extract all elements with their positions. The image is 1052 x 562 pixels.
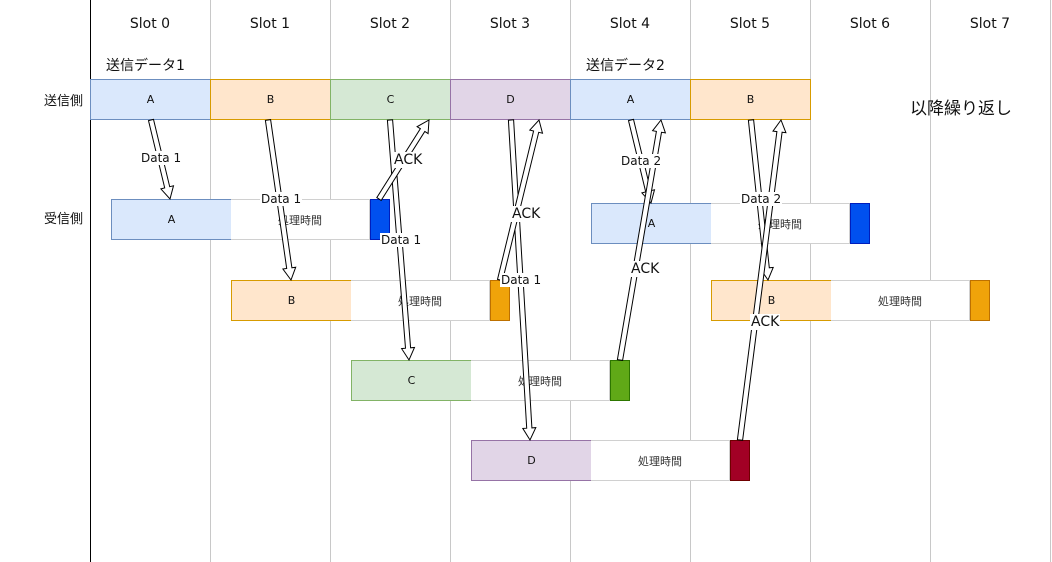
slot-label: Slot 4 (609, 16, 651, 32)
sender-box-d: D (450, 79, 571, 120)
ack-c-label: ACK (630, 261, 661, 277)
receiver-box-d: D (471, 440, 592, 481)
processing-time-b2: 処理時間 (831, 280, 970, 321)
ack-block-a2 (850, 203, 870, 244)
sender-box-a: A (90, 79, 211, 120)
sender-box-c: C (330, 79, 451, 120)
ack-d-arrow (736, 118, 787, 441)
processing-time-d: 処理時間 (591, 440, 730, 481)
send-data-2-label: 送信データ2 (586, 58, 665, 74)
sender-side-label: 送信側 (44, 94, 84, 109)
receiver-box-b: B (231, 280, 352, 321)
ack-b-arrow (496, 118, 544, 282)
receiver-box-a: A (111, 199, 232, 240)
slot-label: Slot 0 (129, 16, 171, 32)
ack-a-label: ACK (393, 152, 424, 168)
ack-d-label: ACK (750, 314, 781, 330)
slot-label: Slot 5 (729, 16, 771, 32)
data2-a-label: Data 2 (620, 154, 663, 168)
send-data-1-label: 送信データ1 (106, 58, 185, 74)
receiver-box-c: C (351, 360, 472, 401)
ack-block-b2 (970, 280, 990, 321)
slot-label: Slot 6 (849, 16, 891, 32)
ack-b-label: ACK (511, 206, 542, 222)
data1-c-label: Data 1 (380, 233, 423, 247)
sender-box-b2: B (690, 79, 811, 120)
sender-box-a2: A (570, 79, 691, 120)
data1-d-label: Data 1 (500, 273, 543, 287)
receiver-side-label: 受信側 (44, 212, 84, 227)
slot-label: Slot 1 (249, 16, 291, 32)
slot-label: Slot 3 (489, 16, 531, 32)
data2-b-label: Data 2 (740, 192, 783, 206)
data1-b-label: Data 1 (260, 192, 303, 206)
ack-c-arrow (616, 118, 667, 361)
slot-label: Slot 7 (969, 16, 1011, 32)
data1-a-label: Data 1 (140, 151, 183, 165)
processing-time-b: 処理時間 (351, 280, 490, 321)
slot-label: Slot 2 (369, 16, 411, 32)
repeat-label: 以降繰り返し (910, 99, 1012, 119)
receiver-box-a2: A (591, 203, 712, 244)
